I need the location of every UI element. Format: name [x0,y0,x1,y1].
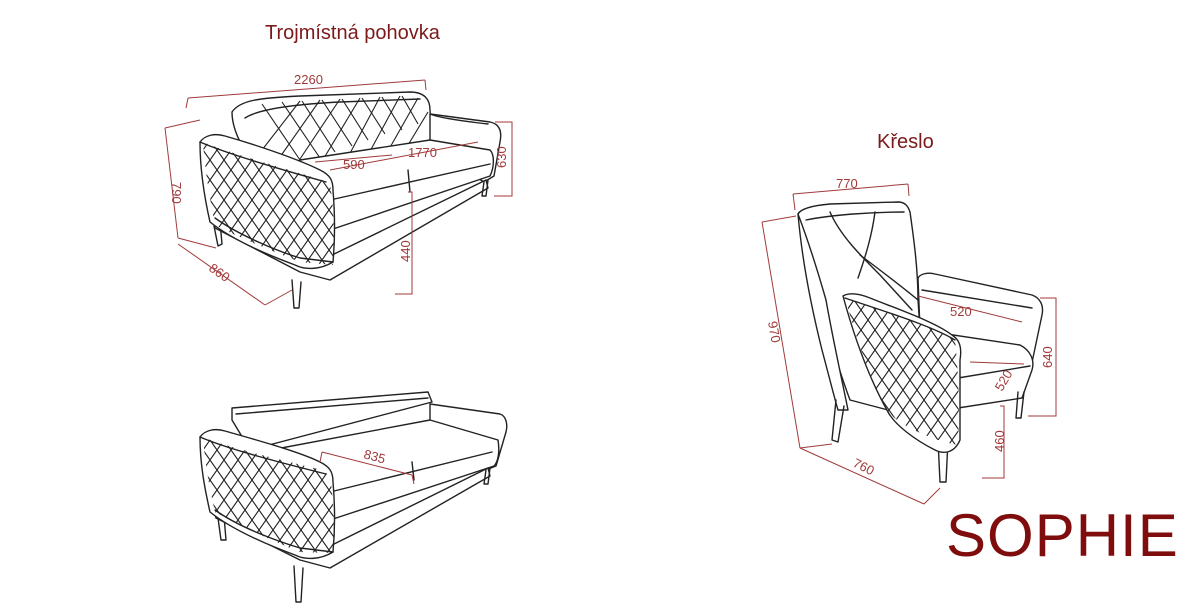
sofa-bed-leg [293,565,304,603]
dim-chair-seat-width: 520 [950,304,972,319]
dim-seat-depth: 590 [343,157,365,172]
armchair-seat [919,329,1034,409]
dim-seat-width: 1770 [408,145,437,160]
sofa-bed-drawing [199,391,508,603]
sofa-bed-leg [217,515,227,541]
chair-title: Křeslo [877,131,934,153]
dim-base-depth: 860 [206,260,232,285]
sofa-title: Trojmístná pohovka [265,22,440,44]
armchair-leg [937,439,949,483]
armchair-drawing [797,201,1044,483]
sofa-bed-leg [483,467,491,485]
dim-height: 630 [494,146,509,168]
armchair-dimensions: 770 970 520 520 640 460 760 [761,176,1057,505]
dim-seat-height: 440 [398,240,413,262]
dim-depth: 790 [169,182,184,204]
sofa-leg [481,179,489,197]
sofa-bed-backrest [231,391,433,451]
dim-chair-seat-height: 460 [992,430,1007,452]
brand-logo-text: SOPHIE [946,502,1179,569]
sofa-leg [213,221,223,247]
sofa-leg [291,279,302,309]
armchair-leg [831,399,845,443]
sofa-bed-dimensions: 835 [319,446,415,485]
dim-length: 2260 [294,72,323,87]
dim-chair-depth: 760 [851,455,877,478]
dim-chair-width: 770 [836,176,858,191]
sofa-top-drawing [199,91,502,309]
dim-chair-arm-height: 640 [1040,346,1055,368]
dim-chair-height: 970 [765,320,784,344]
armchair-leg [1015,391,1025,419]
dim-bed-depth: 835 [362,446,387,466]
armchair-back-side [797,213,849,411]
